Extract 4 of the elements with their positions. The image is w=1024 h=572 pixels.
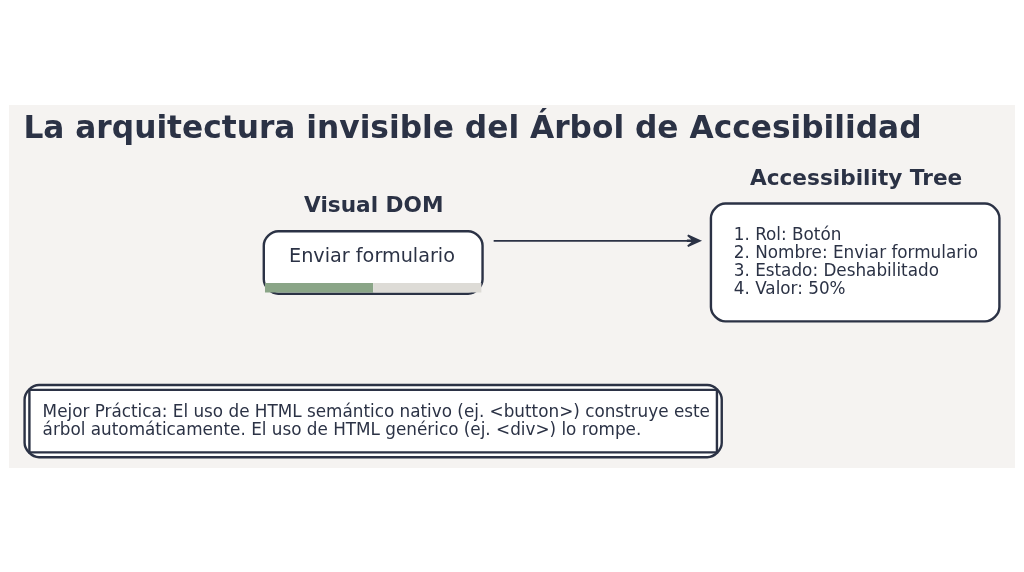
node-label: Accessibility Tree <box>749 164 963 190</box>
diagram-title: La arquitectura invisible del Árbol de Accesibilidad <box>23 108 922 145</box>
arrow <box>492 234 701 247</box>
node-label: Visual DOM <box>304 191 444 217</box>
